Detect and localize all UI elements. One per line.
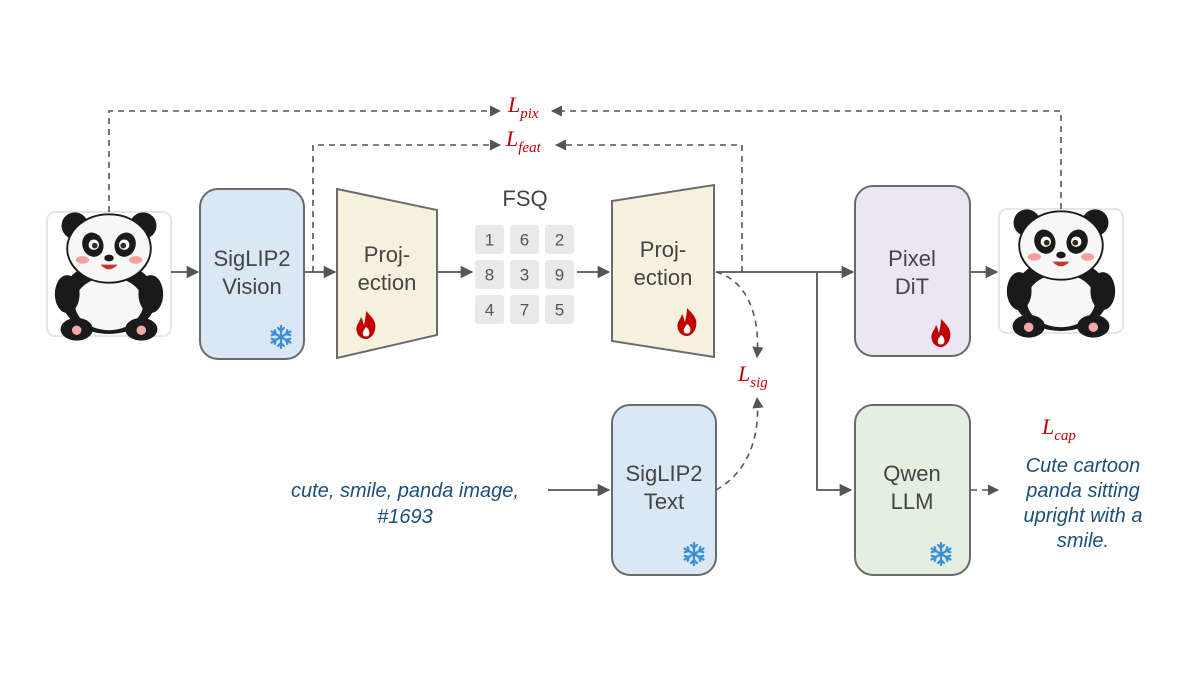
siglip2-text-block: SigLIP2 Text [611,404,717,576]
output-caption-line2: panda sitting [1025,480,1139,502]
fsq-cell-background [475,225,504,254]
fsq-code-cell: 6 [510,225,539,254]
loss-pix-label: Lpix [507,92,539,122]
siglip2-text-label-line1: SigLIP2 [625,461,702,486]
fsq-code-cell: 1 [475,225,504,254]
fsq-code-value: 5 [555,301,564,320]
output-caption: Cute cartoon panda sitting upright with … [1024,455,1143,552]
fsq-cell-background [545,295,574,324]
output-caption-line3: upright with a [1024,505,1143,527]
fsq-code-value: 6 [520,231,529,250]
encoder-projection-label-line2: ection [358,270,417,295]
fsq-cell-background [545,260,574,289]
loss-sig-label: Lsig [737,361,768,391]
decoder-projection-label-line2: ection [634,265,693,290]
fsq-code-cell: 9 [545,260,574,289]
qwen-llm-label-line1: Qwen [883,461,940,486]
fsq-code-value: 3 [520,266,529,285]
pixel-dit-block: Pixel DiT [854,185,971,357]
siglip2-text-label-line2: Text [644,489,684,514]
dashed-connectors [108,105,1062,496]
decoder-projection-label-line1: Proj- [640,237,686,262]
solid-connectors [171,265,999,497]
fsq-code-grid: 1 6 2 8 3 9 4 7 5 [475,225,574,324]
fsq-cell-background [475,260,504,289]
fsq-code-cell: 5 [545,295,574,324]
fsq-code-value: 8 [485,266,494,285]
encoder-projection-block: Proj- ection [336,187,438,360]
arrow-pix-loss-left [108,105,502,212]
decoder-projection-block: Proj- ection [611,183,715,359]
fsq-cell-background [510,225,539,254]
input-text-line1: cute, smile, panda image, [291,480,519,502]
input-panda-image [46,211,172,342]
input-text-line2: #1693 [377,506,433,528]
arrow-pix-loss-right [550,105,1062,209]
fsq-code-value: 9 [555,266,564,285]
fsq-code-cell: 2 [545,225,574,254]
loss-feat-label: Lfeat [505,126,542,156]
siglip2-vision-block: SigLIP2 Vision [199,188,305,360]
fsq-code-cell: 8 [475,260,504,289]
arrow-sig-loss-bottom [715,396,764,491]
fsq-code-value: 7 [520,301,529,320]
arrow-sig-loss-top [715,271,764,359]
fsq-cell-background [475,295,504,324]
panda-icon [53,211,165,342]
arrow-feat-loss-right [554,139,743,272]
fsq-cell-background [545,225,574,254]
fsq-title: FSQ [502,186,547,211]
pixel-dit-label-line1: Pixel [888,246,936,271]
fsq-code-value: 1 [485,231,494,250]
arrow-proj-to-llm [816,272,853,497]
output-panda-image [998,208,1124,339]
qwen-llm-label-line2: LLM [891,489,934,514]
input-text-caption: cute, smile, panda image, #1693 [291,480,519,528]
output-caption-line4: smile. [1057,530,1109,552]
fsq-code-value: 2 [555,231,564,250]
fsq-code-value: 4 [485,301,494,320]
encoder-projection-label-line1: Proj- [364,242,410,267]
panda-icon [1005,208,1117,339]
qwen-llm-block: Qwen LLM [854,404,971,576]
fsq-block: FSQ 1 6 2 8 3 9 4 7 5 [475,186,574,324]
fsq-cell-background [510,295,539,324]
arrow-feat-loss-left [312,139,502,272]
siglip2-vision-label-line1: SigLIP2 [213,246,290,271]
siglip2-vision-label-line2: Vision [222,274,282,299]
pixel-dit-label-line2: DiT [895,274,929,299]
loss-cap-label: Lcap [1041,414,1076,444]
fsq-code-cell: 4 [475,295,504,324]
fsq-code-cell: 7 [510,295,539,324]
fsq-cell-background [510,260,539,289]
fsq-code-cell: 3 [510,260,539,289]
output-caption-line1: Cute cartoon [1026,455,1141,477]
